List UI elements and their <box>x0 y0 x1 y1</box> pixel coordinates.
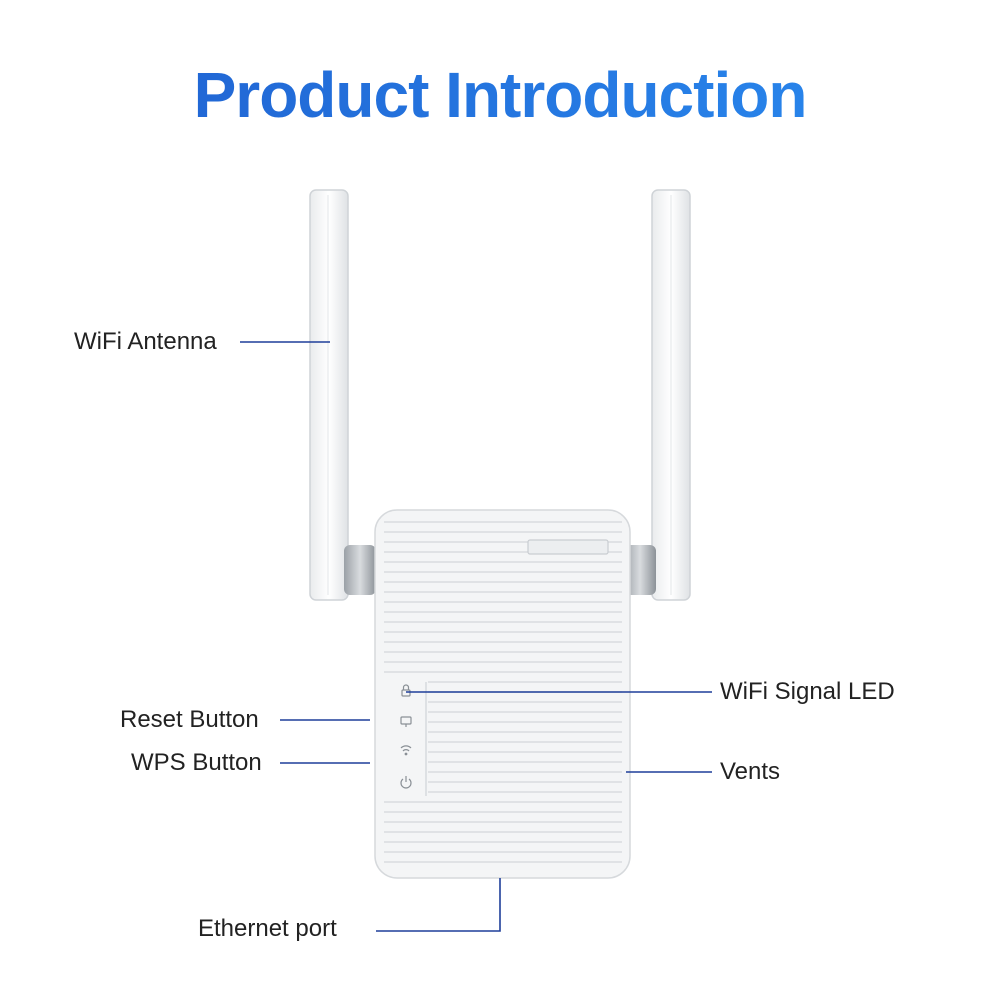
left-antenna <box>309 189 376 601</box>
label-reset-button: Reset Button <box>120 706 259 733</box>
right-antenna <box>624 189 691 601</box>
label-wifi-antenna: WiFi Antenna <box>74 328 217 355</box>
power-icon <box>400 776 412 789</box>
label-wifi-signal-led: WiFi Signal LED <box>720 678 895 705</box>
monitor-icon <box>400 716 412 727</box>
device-body <box>374 509 631 879</box>
page-title: Product Introduction <box>0 58 1000 132</box>
vents <box>384 521 622 863</box>
label-wps-button: WPS Button <box>131 749 262 776</box>
brand-plate <box>527 539 609 555</box>
lock-icon <box>401 684 411 697</box>
label-vents: Vents <box>720 758 781 785</box>
label-ethernet-port: Ethernet port <box>198 915 337 942</box>
wifi-icon <box>400 745 412 756</box>
leader-ethernet-port <box>376 878 501 932</box>
